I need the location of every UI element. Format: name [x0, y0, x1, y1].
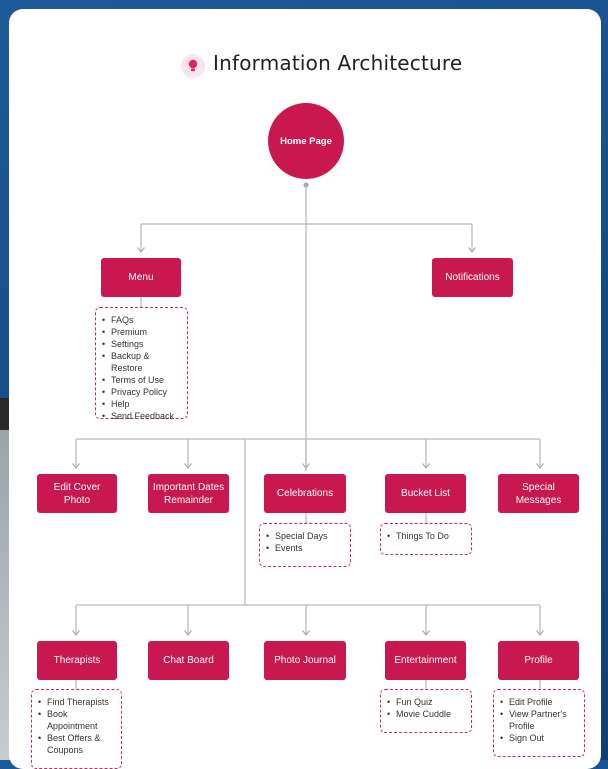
- celebrations-subitems: Special Days Events: [259, 523, 351, 567]
- list-item: Privacy Policy: [102, 386, 181, 398]
- profile-node: Profile: [498, 641, 579, 680]
- page-title: Information Architecture: [213, 51, 463, 75]
- list-item: Special Days: [266, 530, 344, 542]
- diagram-card: Information Architecture: [9, 9, 601, 769]
- list-item: Edit Profile: [500, 696, 578, 708]
- celebrations-node: Celebrations: [264, 474, 346, 513]
- edit-cover-photo-node: Edit Cover Photo: [37, 474, 117, 513]
- entertainment-subitems: Fun Quiz Movie Cuddle: [380, 689, 472, 733]
- list-item: Book Appointment: [38, 708, 115, 732]
- connector-lines: [72, 182, 544, 689]
- list-item: Backup & Restore: [102, 350, 181, 374]
- list-item: Send Feedback: [102, 410, 181, 422]
- list-item: Events: [266, 542, 344, 554]
- special-messages-node: Special Messages: [498, 474, 579, 513]
- list-item: Best Offers & Coupons: [38, 732, 115, 756]
- list-item: Sign Out: [500, 732, 578, 744]
- menu-subitems: FAQs Premium Settings Backup & Restore T…: [95, 307, 188, 422]
- chat-board-node: Chat Board: [148, 641, 229, 680]
- home-page-node: Home Page: [268, 103, 344, 179]
- list-item: Help: [102, 398, 181, 410]
- list-item: Terms of Use: [102, 374, 181, 386]
- list-item: Settings: [102, 338, 181, 350]
- title-bar: Information Architecture: [9, 49, 601, 81]
- list-item: Things To Do: [387, 530, 465, 542]
- list-item: Fun Quiz: [387, 696, 465, 708]
- profile-subitems: Edit Profile View Partner's Profile Sign…: [493, 689, 585, 757]
- therapists-node: Therapists: [37, 641, 117, 680]
- therapists-subitems: Find Therapists Book Appointment Best Of…: [31, 689, 122, 769]
- bucket-list-subitems: Things To Do: [380, 523, 472, 555]
- lightbulb-icon: [181, 54, 205, 78]
- notifications-node: Notifications: [432, 258, 513, 297]
- photo-journal-node: Photo Journal: [264, 641, 346, 680]
- list-item: FAQs: [102, 314, 181, 326]
- important-dates-node: Important Dates Remainder: [148, 474, 229, 513]
- bucket-list-node: Bucket List: [385, 474, 466, 513]
- entertainment-node: Entertainment: [385, 641, 466, 680]
- list-item: Premium: [102, 326, 181, 338]
- list-item: Movie Cuddle: [387, 708, 465, 720]
- list-item: Find Therapists: [38, 696, 115, 708]
- menu-node: Menu: [101, 258, 181, 297]
- list-item: View Partner's Profile: [500, 708, 578, 732]
